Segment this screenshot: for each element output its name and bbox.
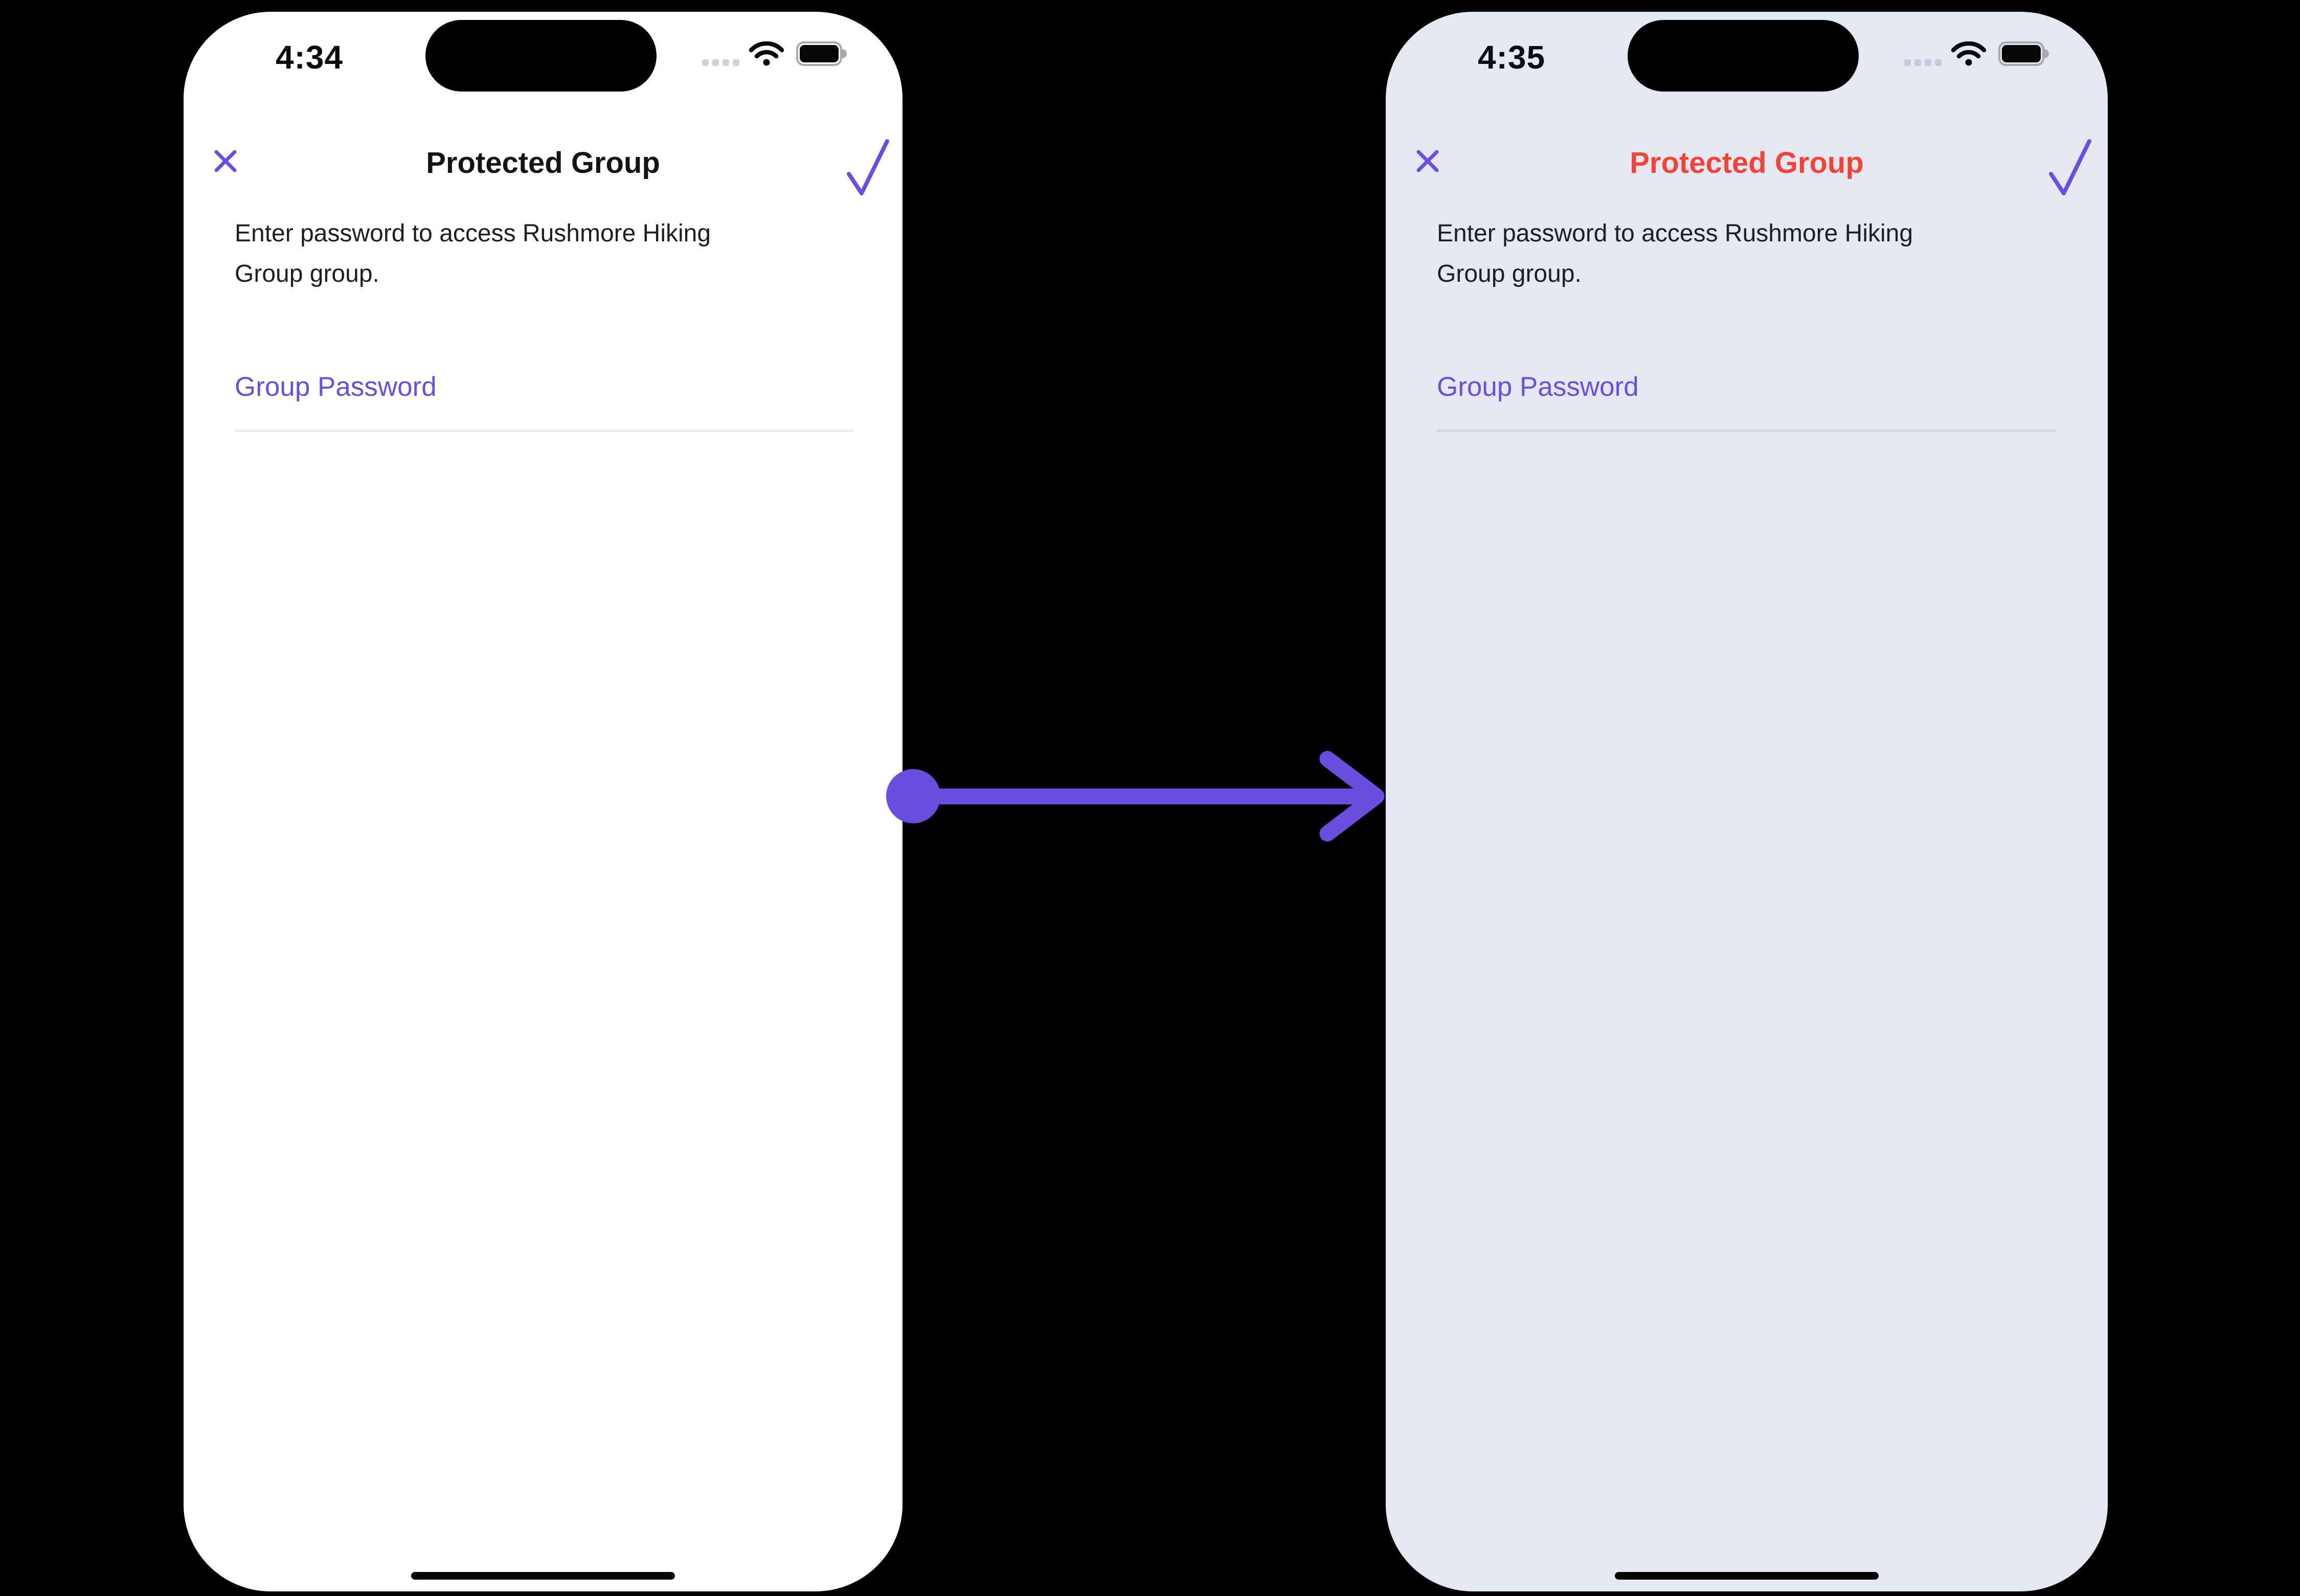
battery-icon: [796, 41, 847, 66]
battery-icon: [1998, 41, 2049, 66]
wifi-icon: [1951, 41, 1986, 66]
group-password-label: Group Password: [1437, 372, 1639, 402]
cellular-signal-icon: [702, 59, 739, 66]
cellular-signal-icon: [1904, 59, 1942, 66]
arrow-head-icon: [1319, 751, 1385, 842]
status-time: 4:35: [1477, 39, 1546, 76]
description-text: Enter password to access Rushmore Hiking…: [235, 220, 711, 287]
description-text: Enter password to access Rushmore Hiking…: [1437, 220, 1913, 287]
dynamic-island: [1628, 20, 1859, 92]
home-indicator[interactable]: [411, 1572, 675, 1580]
confirm-check-icon[interactable]: [2047, 136, 2092, 200]
battery-nub: [842, 49, 847, 58]
home-indicator[interactable]: [1615, 1572, 1879, 1580]
group-password-label: Group Password: [235, 372, 437, 402]
battery-fill: [800, 45, 839, 62]
close-icon[interactable]: [212, 147, 239, 175]
close-icon[interactable]: [1414, 147, 1441, 175]
status-time: 4:34: [275, 39, 344, 76]
group-password-field[interactable]: Group Password: [1437, 369, 2056, 436]
field-underline: [235, 430, 853, 432]
group-password-field[interactable]: Group Password: [235, 369, 853, 436]
battery-fill: [2002, 45, 2041, 62]
page-title: Protected Group: [1630, 146, 1864, 179]
field-underline: [1437, 430, 2056, 432]
battery-nub: [2044, 49, 2049, 58]
confirm-check-icon[interactable]: [845, 136, 890, 200]
dynamic-island: [425, 20, 657, 92]
wifi-icon: [749, 41, 784, 66]
phone-screen-before: 4:34 Protected Group Enter password to a…: [184, 12, 903, 1591]
arrow-line: [913, 789, 1377, 804]
page-title: Protected Group: [426, 146, 660, 179]
phone-screen-after: 4:35 Protected Group Enter password to a…: [1386, 12, 2108, 1591]
